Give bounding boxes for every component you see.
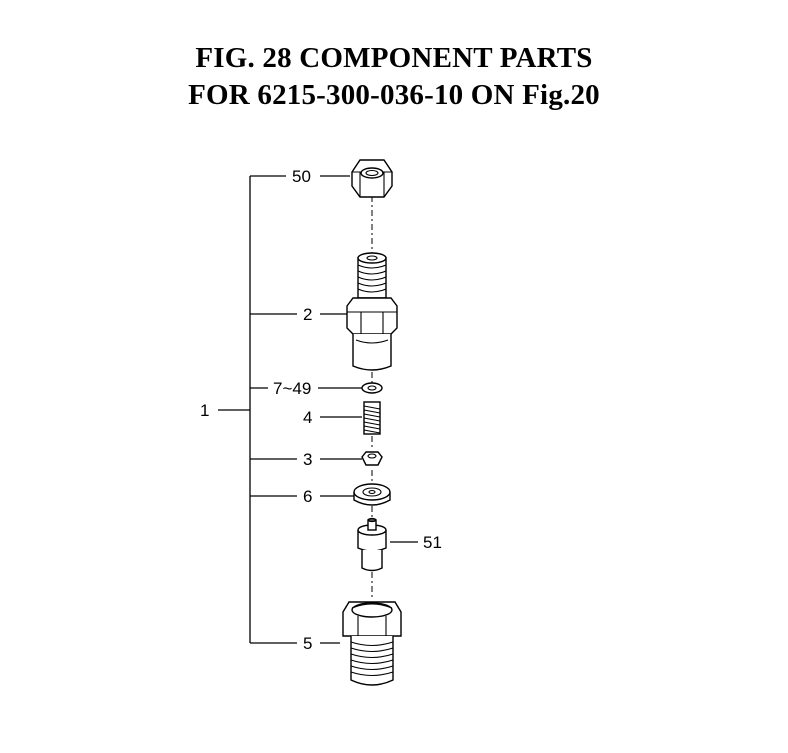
callout-4: 4 xyxy=(303,408,312,427)
assembly-bracket xyxy=(218,175,297,644)
holder-body-part xyxy=(346,252,398,371)
callout-7-49: 7~49 xyxy=(273,379,311,398)
callout-1: 1 xyxy=(200,401,209,420)
spring-part xyxy=(363,401,381,435)
callout-5: 5 xyxy=(303,634,312,653)
callout-50: 50 xyxy=(292,167,311,186)
spring-seat-part xyxy=(361,451,383,466)
spacer-part xyxy=(353,483,391,506)
figure-title-line-2: FOR 6215-300-036-10 ON Fig.20 xyxy=(188,79,600,111)
leader-lines xyxy=(318,175,418,644)
callout-2: 2 xyxy=(303,305,312,324)
figure-title-line-1: FIG. 28 COMPONENT PARTS xyxy=(195,42,593,74)
callout-51: 51 xyxy=(423,533,442,552)
hex-nut-part xyxy=(351,159,393,198)
retaining-nut-part xyxy=(342,601,402,686)
callout-6: 6 xyxy=(303,487,312,506)
shim-washer-part xyxy=(361,382,383,394)
callout-3: 3 xyxy=(303,450,312,469)
nozzle-part xyxy=(357,517,387,572)
